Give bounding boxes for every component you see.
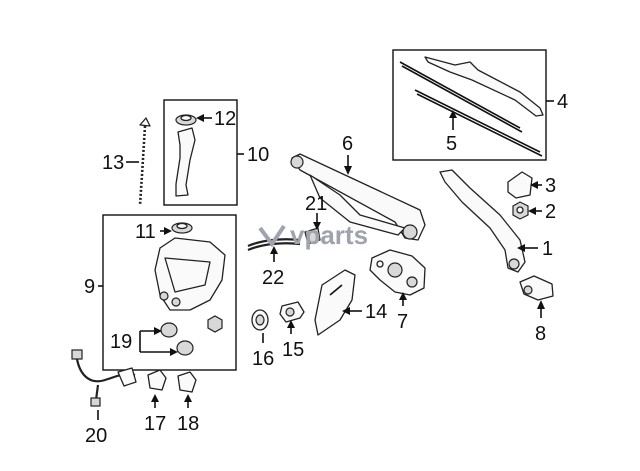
- grommet-part[interactable]: [251, 309, 269, 331]
- callout-19: 19: [110, 331, 132, 353]
- filler-neck-part[interactable]: [175, 127, 196, 197]
- wiper-arm-part[interactable]: [439, 169, 526, 273]
- wiper-linkage-part[interactable]: [290, 153, 426, 241]
- callout-3: 3: [545, 175, 556, 197]
- callout-13: 13: [102, 152, 124, 174]
- callout-22: 22: [262, 267, 284, 289]
- reservoir-cap-part[interactable]: [171, 222, 193, 234]
- callout-12: 12: [214, 108, 236, 130]
- callout-8: 8: [535, 323, 546, 345]
- reservoir-box: [102, 214, 237, 371]
- callout-9: 9: [84, 276, 95, 298]
- clip-17-part[interactable]: [147, 369, 167, 391]
- callout-18: 18: [177, 413, 199, 435]
- callout-17: 17: [144, 413, 166, 435]
- callout-10: 10: [247, 144, 269, 166]
- callout-1: 1: [542, 238, 553, 260]
- level-rod-part[interactable]: [138, 117, 151, 206]
- filler-cap-part[interactable]: [175, 114, 197, 126]
- washer-nozzle-part[interactable]: [304, 227, 321, 245]
- filler-neck-box: [163, 99, 238, 206]
- callout-5: 5: [446, 133, 457, 155]
- watermark-logo: vparts: [258, 220, 368, 250]
- callout-21: 21: [305, 193, 327, 215]
- callout-15: 15: [282, 339, 304, 361]
- watermark-text: vparts: [290, 220, 368, 250]
- washer-reservoir-part[interactable]: [154, 237, 226, 311]
- callout-20: 20: [85, 425, 107, 447]
- connector-part[interactable]: [519, 275, 554, 301]
- callout-4: 4: [557, 91, 568, 113]
- clip-18-part[interactable]: [177, 371, 197, 393]
- arm-nut-part[interactable]: [512, 201, 529, 220]
- motor-cover-part[interactable]: [314, 269, 356, 336]
- callout-2: 2: [545, 201, 556, 223]
- callout-16: 16: [252, 348, 274, 370]
- wiper-blade-part[interactable]: [399, 56, 544, 133]
- callout-7: 7: [397, 311, 408, 333]
- callout-6: 6: [342, 133, 353, 155]
- callout-14: 14: [365, 301, 387, 323]
- wiper-blade-box: [392, 49, 547, 161]
- wire-harness-part[interactable]: [71, 349, 137, 407]
- arm-cap-part[interactable]: [507, 171, 533, 199]
- reservoir-grommet-part[interactable]: [160, 315, 223, 356]
- wiper-refill-part[interactable]: [414, 89, 543, 157]
- wiper-motor-part[interactable]: [369, 249, 426, 296]
- callout-11: 11: [135, 221, 156, 243]
- washer-pump-part[interactable]: [279, 301, 305, 323]
